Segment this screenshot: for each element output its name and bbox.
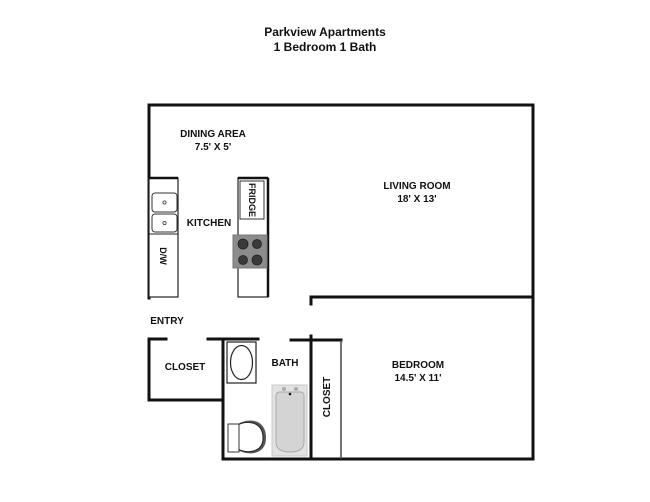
kitchen-counter-right: FRIDGE: [232, 176, 270, 298]
kitchen-counter-left: D/W: [148, 176, 179, 298]
bedroom-label: BEDROOM: [392, 360, 444, 371]
entry-label: ENTRY: [150, 316, 184, 327]
room-labels: DINING AREA 7.5' X 5' LIVING ROOM 18' X …: [150, 129, 450, 417]
unit-type: 1 Bedroom 1 Bath: [273, 40, 377, 54]
bedroom-closet-label: CLOSET: [322, 377, 333, 418]
vanity-sink-icon: [226, 341, 257, 384]
walls: [147, 103, 535, 461]
bathtub-icon: [271, 384, 308, 457]
toilet-icon: [227, 420, 266, 454]
sink-icon: [151, 192, 178, 233]
kitchen-label: KITCHEN: [187, 218, 231, 229]
bedroom-size: 14.5' X 11': [394, 373, 441, 384]
floorplan-title: Parkview Apartments 1 Bedroom 1 Bath: [0, 25, 650, 55]
dining-area-label: DINING AREA: [180, 129, 246, 140]
entry-closet-label: CLOSET: [165, 362, 206, 373]
living-room-label: LIVING ROOM: [383, 181, 450, 192]
property-name: Parkview Apartments: [264, 25, 386, 39]
dishwasher-label: D/W: [158, 247, 168, 265]
dining-area-size: 7.5' X 5': [195, 142, 231, 153]
bath-label: BATH: [271, 358, 298, 369]
living-room-size: 18' X 13': [397, 194, 436, 205]
fridge-label: FRIDGE: [247, 183, 257, 217]
stove-icon: [232, 234, 268, 269]
fridge-icon: FRIDGE: [239, 180, 265, 220]
